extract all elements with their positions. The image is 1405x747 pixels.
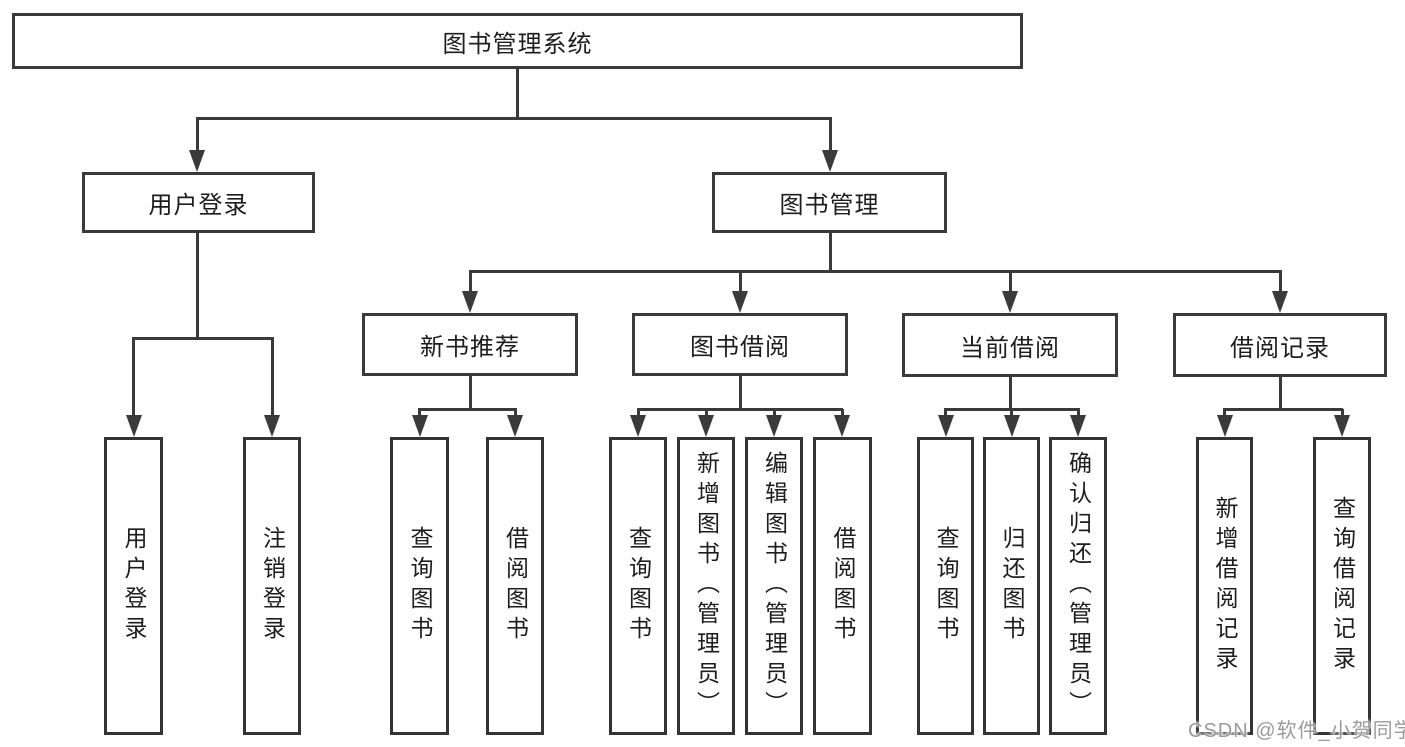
connector-stem — [840, 409, 844, 415]
arrow-down-icon — [189, 150, 205, 172]
connector-stem — [1278, 271, 1282, 291]
connector-stem — [828, 118, 832, 150]
arrow-down-icon — [1070, 415, 1086, 437]
connector-stem — [738, 271, 742, 291]
connector-stem — [270, 338, 274, 415]
arrow-down-icon — [1272, 291, 1288, 313]
connector-stem — [468, 271, 472, 291]
node-label: 借阅记录 — [1230, 334, 1330, 362]
arrow-down-icon — [630, 415, 646, 437]
connector-root-horizontal — [195, 117, 832, 120]
leaf-query-books: 查询图书 — [917, 437, 974, 735]
leaf-query-books: 查询图书 — [609, 437, 667, 735]
node-library-management-system: 图书管理系统 — [12, 13, 1023, 69]
node-current-borrow: 当前借阅 — [902, 313, 1118, 377]
leaf-label: 查询图书 — [625, 526, 652, 646]
leaf-label: 确认归还（管理员） — [1065, 451, 1092, 721]
leaf-label: 查询借阅记录 — [1329, 496, 1356, 676]
arrow-down-icon — [1334, 415, 1350, 437]
leaf-label: 注销登录 — [259, 526, 286, 646]
leaf-edit-books-admin: 编辑图书（管理员） — [745, 437, 803, 735]
connector-user-vertical — [195, 233, 199, 340]
connector-user-horizontal — [132, 337, 274, 340]
arrow-down-icon — [822, 150, 838, 172]
connector-mgmt-vertical — [828, 233, 832, 273]
connector-stem — [704, 409, 708, 415]
leaf-return-books: 归还图书 — [983, 437, 1040, 735]
connector-stem — [195, 118, 199, 150]
arrow-down-icon — [766, 415, 782, 437]
arrow-down-icon — [507, 415, 523, 437]
leaf-label: 借阅图书 — [502, 526, 529, 646]
leaf-logout-login: 注销登录 — [243, 437, 301, 735]
connector-mgmt-horizontal — [468, 270, 1282, 273]
leaf-confirm-return-admin: 确认归还（管理员） — [1049, 437, 1107, 735]
arrow-down-icon — [1002, 291, 1018, 313]
arrow-down-icon — [1003, 415, 1020, 437]
arrow-down-icon — [411, 415, 428, 437]
connector-stem — [772, 409, 776, 415]
node-book-management: 图书管理 — [712, 172, 947, 233]
connector-stem — [513, 409, 517, 415]
leaf-query-borrow-record: 查询借阅记录 — [1313, 437, 1371, 735]
leaf-borrow-books: 借阅图书 — [486, 437, 544, 735]
arrow-down-icon — [1216, 415, 1233, 437]
node-label: 图书管理系统 — [442, 30, 593, 58]
node-user-login: 用户登录 — [82, 172, 315, 233]
node-book-borrow: 图书借阅 — [632, 313, 848, 376]
leaf-label: 归还图书 — [999, 526, 1025, 646]
node-label: 新书推荐 — [420, 334, 520, 361]
connector-bb-horizontal — [636, 408, 843, 411]
connector-stem — [1340, 409, 1344, 415]
leaf-label: 借阅图书 — [830, 526, 856, 646]
connector-stem — [636, 409, 640, 415]
node-label: 图书借阅 — [690, 334, 790, 361]
arrow-down-icon — [698, 415, 714, 437]
connector-root-vertical — [515, 69, 519, 120]
connector-br-vertical — [1278, 377, 1282, 411]
connector-stem — [1010, 409, 1013, 415]
node-label: 当前借阅 — [960, 334, 1060, 362]
arrow-down-icon — [834, 415, 850, 437]
leaf-label: 新增图书（管理员） — [693, 451, 720, 721]
connector-stem — [944, 409, 947, 415]
arrow-down-icon — [937, 415, 954, 437]
leaf-add-books-admin: 新增图书（管理员） — [677, 437, 735, 735]
node-label: 图书管理 — [779, 192, 880, 219]
connector-stem — [1223, 409, 1226, 415]
connector-stem — [132, 338, 135, 415]
node-borrow-record: 借阅记录 — [1173, 313, 1387, 377]
leaf-label: 编辑图书（管理员） — [761, 451, 788, 721]
arrow-down-icon — [125, 415, 142, 437]
leaf-label: 用户登录 — [121, 526, 147, 646]
connector-bb-vertical — [738, 376, 742, 411]
arrow-down-icon — [264, 415, 280, 437]
node-new-book-recommend: 新书推荐 — [362, 313, 578, 376]
connector-cb-vertical — [1008, 377, 1012, 411]
csdn-watermark: CSDN @软件_小贺同学 — [1188, 720, 1405, 742]
arrow-down-icon — [462, 291, 478, 313]
connector-stem — [418, 409, 421, 415]
connector-stem — [1076, 409, 1080, 415]
leaf-label: 查询图书 — [407, 526, 433, 646]
node-label: 用户登录 — [148, 192, 249, 219]
leaf-query-books: 查询图书 — [390, 437, 449, 735]
leaf-borrow-books: 借阅图书 — [813, 437, 872, 735]
connector-stem — [1008, 271, 1012, 291]
arrow-down-icon — [732, 291, 748, 313]
leaf-add-borrow-record: 新增借阅记录 — [1196, 437, 1253, 735]
leaf-label: 新增借阅记录 — [1212, 496, 1238, 676]
connector-nbr-vertical — [468, 376, 472, 411]
leaf-label: 查询图书 — [933, 526, 959, 646]
leaf-user-login: 用户登录 — [104, 437, 163, 735]
connector-br-horizontal — [1223, 408, 1343, 411]
connector-nbr-horizontal — [418, 408, 517, 411]
